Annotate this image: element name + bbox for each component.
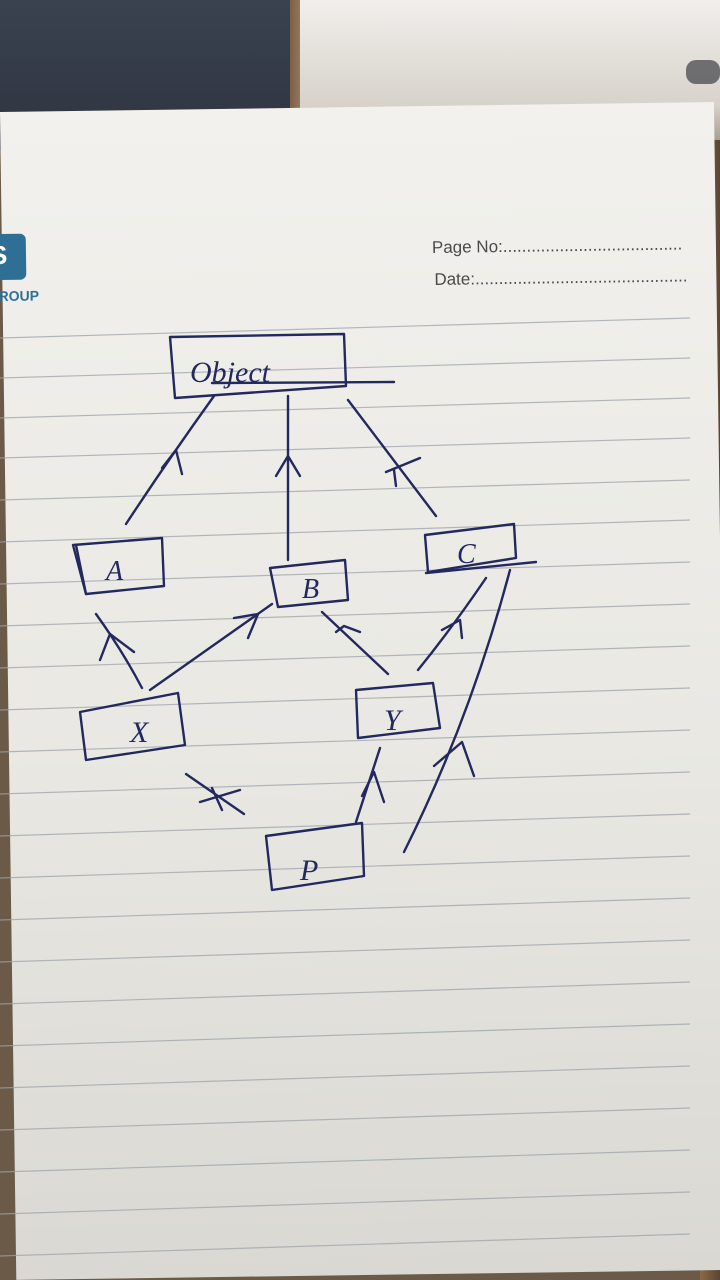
edge-x-a: [94, 612, 144, 690]
x-box: [78, 691, 187, 762]
c-box: [423, 522, 518, 574]
background-object: [686, 60, 720, 84]
ruled-lines: [0, 317, 691, 1257]
node-x-label: X: [129, 716, 150, 749]
y-box: [354, 681, 442, 740]
node-y-label: Y: [384, 704, 404, 737]
node-c-label: C: [457, 539, 476, 570]
object-box: [168, 332, 348, 400]
edge-x-b: [148, 602, 274, 692]
edge-p-c: [402, 568, 512, 854]
node-p-label: P: [299, 854, 318, 887]
edge-y-c: [416, 576, 488, 672]
edge-a-object: [124, 394, 216, 526]
edge-y-b: [320, 610, 390, 676]
p-box: [264, 821, 366, 892]
edge-c-object: [346, 398, 438, 518]
node-a-label: A: [104, 556, 124, 587]
object-box-underline: [210, 380, 396, 385]
b-box: [268, 558, 350, 609]
node-b-label: B: [302, 574, 319, 605]
node-object-label: Object: [190, 356, 271, 389]
